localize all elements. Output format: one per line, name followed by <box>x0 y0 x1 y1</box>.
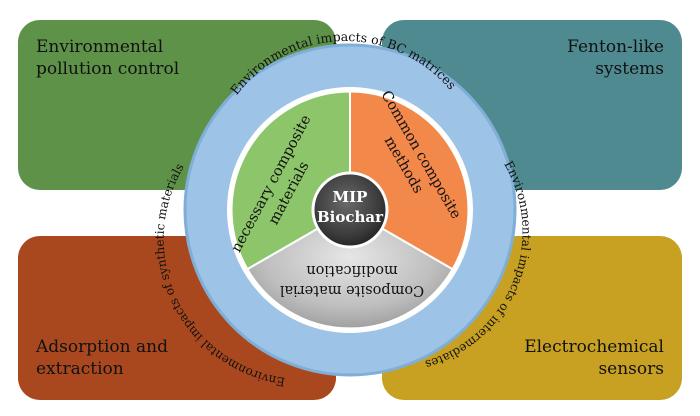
quadrant-label-line: extraction <box>36 359 124 379</box>
sector-label-gray: Composite material modification <box>279 262 424 298</box>
quadrant-label-line: Adsorption and <box>36 337 168 357</box>
sector-composite-material-modification <box>246 208 454 330</box>
quadrant-label-line: Electrochemical <box>524 337 664 357</box>
quadrant-label-line: systems <box>595 59 664 79</box>
sector-label-line: modification <box>306 262 397 278</box>
center-label-line: Biochar <box>317 208 384 226</box>
quadrant-label: Adsorption and extraction <box>36 336 168 380</box>
quadrant-label-line: Environmental <box>36 37 164 57</box>
quadrant-label: Fenton-like systems <box>567 36 664 80</box>
quadrant-label: Electrochemical sensors <box>524 336 664 380</box>
quadrant-label: Environmental pollution control <box>36 36 179 80</box>
center-circle <box>311 171 389 249</box>
center-label-line: MIP <box>333 188 368 206</box>
quadrant-label-line: pollution control <box>36 59 180 79</box>
sector-label-line: Composite material <box>279 282 424 298</box>
quadrant-label-line: Fenton-like <box>567 37 664 57</box>
quadrant-label-line: sensors <box>598 359 664 379</box>
